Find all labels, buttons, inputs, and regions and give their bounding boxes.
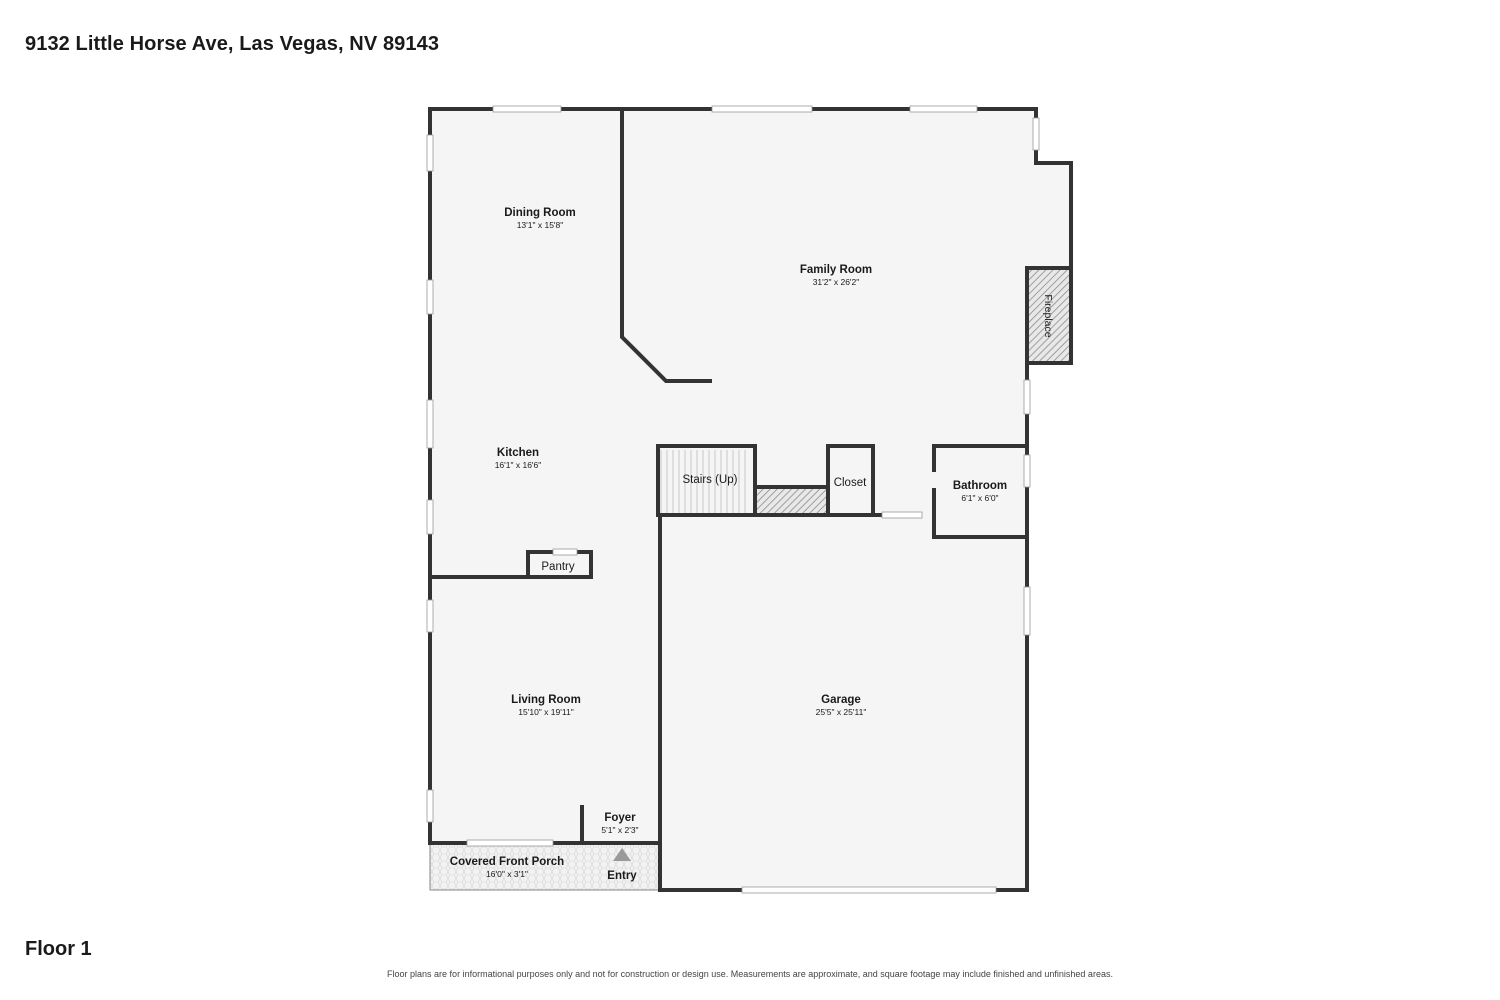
room-label-entry: Entry: [607, 870, 637, 882]
room-dims-bathroom: 6'1" x 6'0": [961, 493, 998, 503]
floor-label: Floor 1: [25, 938, 92, 960]
under-stair-storage: [757, 488, 827, 514]
room-dims-foyer: 5'1" x 2'3": [601, 825, 638, 835]
room-dims-family: 31'2" x 26'2": [813, 277, 860, 287]
room-dims-garage: 25'5" x 25'11": [816, 707, 867, 717]
room-label-porch: Covered Front Porch: [450, 856, 564, 868]
room-label-closet: Closet: [834, 477, 867, 489]
floor-area: [430, 109, 1071, 890]
room-label-pantry: Pantry: [541, 561, 574, 573]
fireplace-hearth: [1028, 270, 1069, 362]
disclaimer-text: Floor plans are for informational purpos…: [387, 969, 1113, 979]
room-dims-dining: 13'1" x 15'8": [517, 220, 564, 230]
room-label-foyer: Foyer: [604, 812, 636, 824]
room-label-kitchen: Kitchen: [497, 447, 539, 459]
entry-arrow-icon: [613, 848, 631, 861]
property-address: 9132 Little Horse Ave, Las Vegas, NV 891…: [25, 33, 440, 55]
room-dims-porch: 16'0" x 3'1": [486, 869, 528, 879]
room-label-family: Family Room: [800, 264, 872, 276]
room-label-dining: Dining Room: [504, 207, 576, 219]
room-dims-living: 15'10" x 19'11": [518, 707, 573, 717]
room-label-fireplace: Fireplace: [1042, 294, 1054, 337]
room-label-stairs: Stairs (Up): [683, 474, 738, 486]
room-label-garage: Garage: [821, 694, 861, 706]
room-label-living: Living Room: [511, 694, 581, 706]
room-label-bathroom: Bathroom: [953, 480, 1007, 492]
windows: [426, 105, 1040, 894]
room-dims-kitchen: 16'1" x 16'6": [495, 460, 542, 470]
stair-treads: [660, 450, 746, 513]
